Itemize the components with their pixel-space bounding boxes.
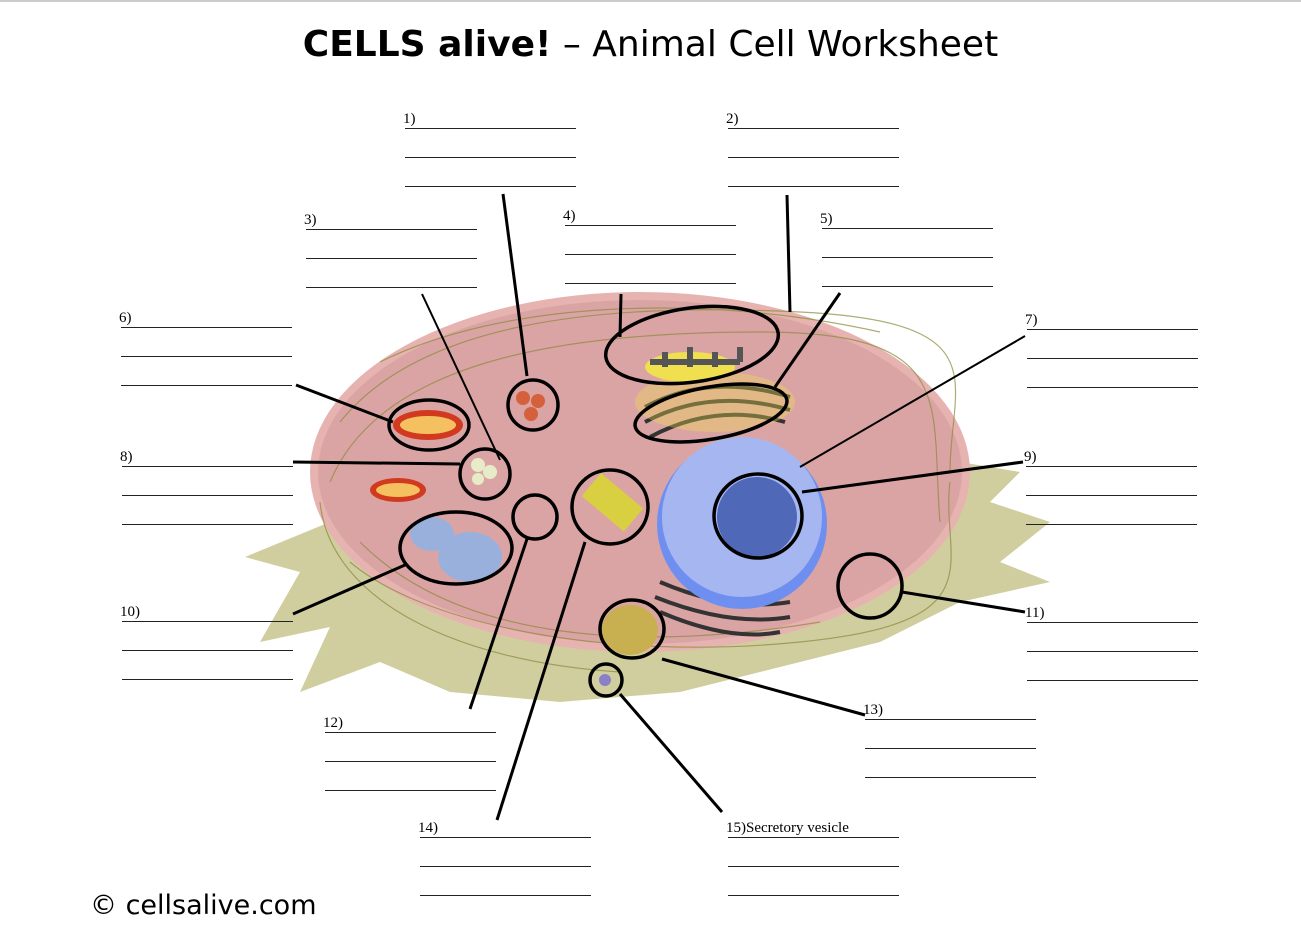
answer-line[interactable] — [306, 287, 477, 288]
answer-line[interactable] — [728, 128, 899, 129]
answer-line[interactable] — [1027, 387, 1198, 388]
title-text: – Animal Cell Worksheet — [551, 24, 999, 65]
answer-line[interactable] — [122, 495, 293, 496]
answer-line[interactable] — [405, 128, 576, 129]
copyright-footer: © cellsalive.com — [90, 890, 317, 921]
answer-line[interactable] — [325, 732, 496, 733]
label-number: 12) — [323, 715, 343, 731]
answer-line[interactable] — [420, 895, 591, 896]
answer-line[interactable] — [122, 621, 293, 622]
answer-line[interactable] — [122, 524, 293, 525]
answer-line[interactable] — [822, 228, 993, 229]
answer-line[interactable] — [420, 866, 591, 867]
answer-line[interactable] — [420, 837, 591, 838]
answer-line[interactable] — [1027, 651, 1198, 652]
label-number: 6) — [119, 310, 132, 326]
label-number: 11) — [1025, 605, 1045, 621]
golgi-apparatus-top — [645, 347, 743, 382]
label-number: 15)Secretory vesicle — [726, 820, 849, 837]
answer-line[interactable] — [1027, 680, 1198, 681]
answer-line[interactable] — [565, 225, 736, 226]
answer-line[interactable] — [306, 229, 477, 230]
answer-line[interactable] — [822, 257, 993, 258]
label-number: 7) — [1025, 312, 1038, 328]
answer-line[interactable] — [728, 895, 899, 896]
label-number: 10) — [120, 604, 140, 620]
answer-line[interactable] — [1027, 358, 1198, 359]
label-number: 13) — [863, 702, 883, 718]
title-brand: CELLS alive! — [302, 24, 552, 65]
vacuole — [410, 517, 454, 551]
label-number: 4) — [563, 208, 576, 224]
answer-line[interactable] — [121, 356, 292, 357]
answer-line[interactable] — [865, 777, 1036, 778]
answer-line[interactable] — [122, 650, 293, 651]
answer-line[interactable] — [122, 679, 293, 680]
answer-line[interactable] — [565, 254, 736, 255]
answer-line[interactable] — [865, 719, 1036, 720]
answer-line[interactable] — [728, 157, 899, 158]
cytoskeleton — [319, 307, 957, 673]
answer-line[interactable] — [1027, 329, 1198, 330]
answer-line[interactable] — [865, 748, 1036, 749]
label-number: 3) — [304, 212, 317, 228]
label-number: 2) — [726, 111, 739, 127]
leader-lines — [292, 193, 1026, 821]
answer-line[interactable] — [1026, 495, 1197, 496]
golgi-apparatus — [602, 605, 658, 655]
answer-line[interactable] — [306, 258, 477, 259]
answer-line[interactable] — [565, 283, 736, 284]
answer-line[interactable] — [122, 466, 293, 467]
label-answer-text: Secretory vesicle — [746, 820, 849, 836]
answer-line[interactable] — [121, 385, 292, 386]
label-number: 14) — [418, 820, 438, 836]
page-title: CELLS alive! – Animal Cell Worksheet — [0, 24, 1301, 65]
centriole — [581, 473, 644, 532]
answer-line[interactable] — [822, 286, 993, 287]
vacuole — [438, 532, 502, 582]
label-number: 9) — [1024, 449, 1037, 465]
answer-line[interactable] — [405, 186, 576, 187]
cytoplasm — [318, 300, 962, 644]
label-number: 8) — [120, 449, 133, 465]
answer-line[interactable] — [728, 837, 899, 838]
answer-line[interactable] — [325, 761, 496, 762]
answer-line[interactable] — [1026, 466, 1197, 467]
answer-line[interactable] — [325, 790, 496, 791]
answer-line[interactable] — [121, 327, 292, 328]
label-number: 1) — [403, 111, 416, 127]
answer-line[interactable] — [1026, 524, 1197, 525]
answer-line[interactable] — [1027, 622, 1198, 623]
answer-line[interactable] — [405, 157, 576, 158]
nucleolus — [717, 477, 797, 557]
label-number-text: 15) — [726, 820, 746, 836]
answer-line[interactable] — [728, 186, 899, 187]
answer-line[interactable] — [728, 866, 899, 867]
label-number: 5) — [820, 211, 833, 227]
